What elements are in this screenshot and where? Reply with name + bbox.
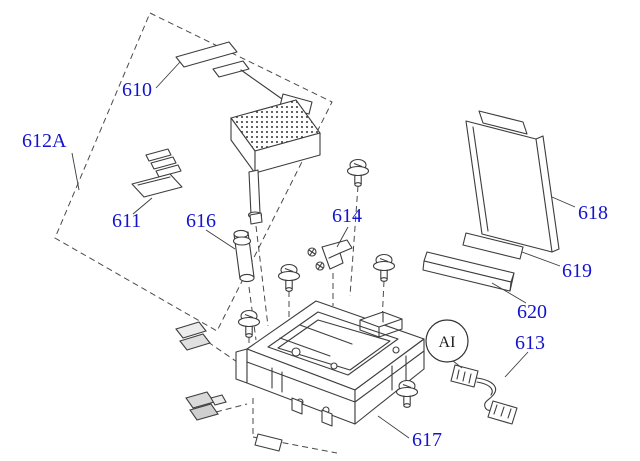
- screw-3: [372, 253, 396, 282]
- label-610: 610: [122, 79, 152, 101]
- label-619: 619: [562, 260, 592, 282]
- assembly-boundary-612a: [54, 12, 333, 332]
- part-618-shape: [465, 110, 560, 253]
- screw-2: [277, 263, 301, 292]
- leader-611: [132, 197, 153, 215]
- part-616-shape: [232, 229, 255, 283]
- leader-612a: [71, 152, 80, 191]
- label-620: 620: [517, 301, 547, 323]
- label-611: 611: [112, 210, 141, 232]
- screw-5: [395, 379, 419, 408]
- ai-marker-text: AI: [439, 334, 456, 351]
- leader-lines: [71, 61, 576, 439]
- label-617: 617: [412, 429, 442, 451]
- main-assembly: [235, 300, 425, 427]
- part-611-shape: [131, 148, 183, 198]
- ai-callout-marker: AI: [425, 319, 469, 369]
- part-grille-assembly: [230, 93, 321, 225]
- leader-614: [336, 226, 349, 248]
- leader-620: [491, 282, 527, 304]
- part-labels: 610 612A 611 616 614 618 619 620 613 617: [22, 79, 608, 451]
- part-613-harness: [450, 364, 518, 425]
- label-616: 616: [186, 210, 216, 232]
- leader-617: [377, 415, 410, 439]
- small-bracket-parts: [175, 321, 283, 452]
- leader-619: [521, 251, 561, 267]
- screw-1: [346, 158, 370, 187]
- leader-610: [155, 61, 181, 89]
- label-614: 614: [332, 205, 362, 227]
- leader-616: [205, 229, 236, 250]
- label-612a: 612A: [22, 130, 67, 152]
- label-618: 618: [578, 202, 608, 224]
- part-620-shape: [422, 251, 515, 292]
- part-619-shape: [462, 232, 524, 260]
- leader-618: [551, 196, 576, 208]
- leader-613: [504, 351, 529, 378]
- part-614-shape: [307, 239, 353, 271]
- part-610-shape: [175, 41, 283, 100]
- screw-4: [237, 309, 261, 338]
- ai-leader-line: [452, 360, 463, 369]
- label-613: 613: [515, 332, 545, 354]
